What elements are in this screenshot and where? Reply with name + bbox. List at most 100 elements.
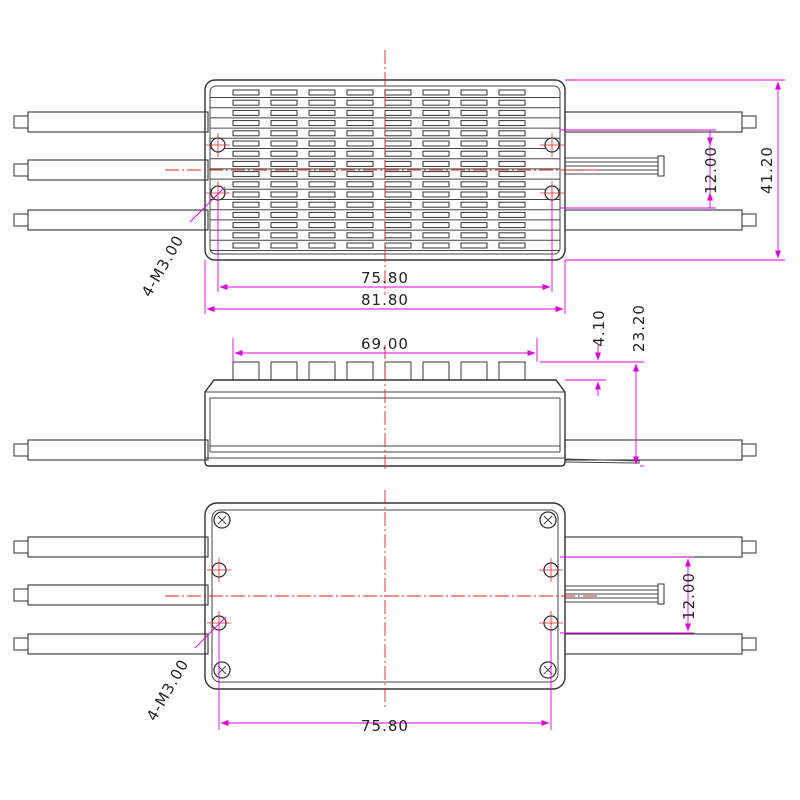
bottom-signal-cable xyxy=(565,583,665,605)
heatsink-fin-segment xyxy=(422,201,450,208)
top-dim-hole-span-label: 75.80 xyxy=(361,269,409,287)
heatsink-fin-segment xyxy=(384,120,412,127)
top-dim-hole-pitch-label: 12.00 xyxy=(702,146,720,194)
side-housing xyxy=(204,379,566,467)
heatsink-fin-segment xyxy=(422,130,450,137)
heatsink-fin-segment xyxy=(308,89,336,96)
heatsink-fin-segment xyxy=(346,171,374,178)
top-heatsink-fins xyxy=(210,89,560,251)
heatsink-fin-segment xyxy=(346,191,374,198)
heatsink-fin-segment xyxy=(498,120,526,127)
heatsink-fin-segment xyxy=(422,109,450,116)
heatsink-fin-segment xyxy=(232,120,260,127)
heatsink-fin-segment xyxy=(460,89,488,96)
heatsink-fin-segment xyxy=(308,109,336,116)
top-view: 41.20 12.00 75.80 81.80 4-M3.00 xyxy=(13,50,785,314)
heatsink-fin-segment xyxy=(384,232,412,239)
top-left-wires xyxy=(13,111,209,231)
screw-bottom-right xyxy=(539,661,557,679)
heatsink-fin-segment xyxy=(308,232,336,239)
heatsink-fin-segment xyxy=(308,130,336,137)
heatsink-fin-segment xyxy=(346,140,374,147)
heatsink-fin-segment xyxy=(422,89,450,96)
heatsink-fin-segment xyxy=(346,232,374,239)
side-fin-top xyxy=(270,361,298,381)
heatsink-fin-segment xyxy=(384,222,412,229)
heatsink-fin-segment xyxy=(460,211,488,218)
heatsink-fin-segment xyxy=(498,160,526,167)
heatsink-fin-segment xyxy=(422,222,450,229)
heatsink-fin-segment xyxy=(460,222,488,229)
heatsink-fin-segment xyxy=(270,109,298,116)
heatsink-fin-segment xyxy=(346,222,374,229)
side-fin-top xyxy=(346,361,374,381)
top-right-wires xyxy=(564,111,757,231)
side-fin-top xyxy=(460,361,488,381)
heatsink-fin-segment xyxy=(422,150,450,157)
top-mount-holes xyxy=(206,133,564,205)
heatsink-fin-segment xyxy=(498,201,526,208)
bottom-hole-1 xyxy=(207,558,231,582)
heatsink-fin-segment xyxy=(232,150,260,157)
heatsink-fin-segment xyxy=(270,171,298,178)
heatsink-fin-segment xyxy=(270,130,298,137)
heatsink-fin-segment xyxy=(232,171,260,178)
top-signal-cable xyxy=(565,155,665,177)
top-dim-length: 81.80 xyxy=(204,260,566,314)
heatsink-fin-segment xyxy=(232,130,260,137)
heatsink-fin-segment xyxy=(422,181,450,188)
heatsink-fin-segment xyxy=(498,89,526,96)
heatsink-fin-segment xyxy=(232,222,260,229)
heatsink-fin-segment xyxy=(498,181,526,188)
heatsink-fin-segment xyxy=(346,242,374,249)
side-fin-top xyxy=(422,361,450,381)
heatsink-fin-segment xyxy=(346,109,374,116)
heatsink-fin-segment xyxy=(308,242,336,249)
heatsink-fin-segment xyxy=(498,99,526,106)
heatsink-fin-segment xyxy=(308,99,336,106)
heatsink-fin-segment xyxy=(422,211,450,218)
bottom-view: 12.00 75.80 4-M3.00 xyxy=(13,490,757,735)
bottom-dim-hole-pitch: 12.00 xyxy=(560,556,698,634)
heatsink-fin-segment xyxy=(270,89,298,96)
heatsink-fin-segment xyxy=(384,109,412,116)
side-dim-fin-length-label: 69.00 xyxy=(361,335,409,353)
heatsink-fin-segment xyxy=(384,89,412,96)
heatsink-fin-segment xyxy=(232,89,260,96)
side-fin-top xyxy=(308,361,336,381)
bottom-holes-label: 4-M3.00 xyxy=(143,656,193,724)
heatsink-fin-segment xyxy=(346,181,374,188)
heatsink-fin-segment xyxy=(346,89,374,96)
side-heatsink-fins xyxy=(232,361,526,381)
heatsink-fin-segment xyxy=(308,120,336,127)
heatsink-fin-segment xyxy=(460,160,488,167)
side-dim-fin-height: 4.10 xyxy=(540,309,608,396)
top-dim-height-label: 41.20 xyxy=(758,146,776,194)
heatsink-fin-segment xyxy=(232,99,260,106)
heatsink-fin-segment xyxy=(422,99,450,106)
heatsink-fin-segment xyxy=(384,160,412,167)
heatsink-fin-segment xyxy=(232,140,260,147)
heatsink-fin-segment xyxy=(232,232,260,239)
top-dim-length-label: 81.80 xyxy=(361,291,409,309)
heatsink-fin-segment xyxy=(346,150,374,157)
heatsink-fin-segment xyxy=(308,201,336,208)
bottom-dim-hole-span: 75.80 xyxy=(218,630,552,735)
top-holes-label: 4-M3.00 xyxy=(138,232,188,300)
top-holes-callout: 4-M3.00 xyxy=(138,186,226,300)
side-fin-top xyxy=(384,361,412,381)
heatsink-fin-segment xyxy=(498,109,526,116)
bottom-dim-hole-span-label: 75.80 xyxy=(361,717,409,735)
side-dim-fin-height-label: 4.10 xyxy=(590,309,608,346)
heatsink-fin-segment xyxy=(498,130,526,137)
heatsink-fin-segment xyxy=(308,222,336,229)
heatsink-fin-segment xyxy=(308,191,336,198)
heatsink-fin-segment xyxy=(384,150,412,157)
heatsink-fin-segment xyxy=(498,222,526,229)
heatsink-fin-segment xyxy=(308,160,336,167)
screw-bottom-left xyxy=(213,661,231,679)
heatsink-fin-segment xyxy=(460,181,488,188)
heatsink-fin-segment xyxy=(498,191,526,198)
heatsink-fin-segment xyxy=(460,140,488,147)
heatsink-fin-segment xyxy=(460,109,488,116)
